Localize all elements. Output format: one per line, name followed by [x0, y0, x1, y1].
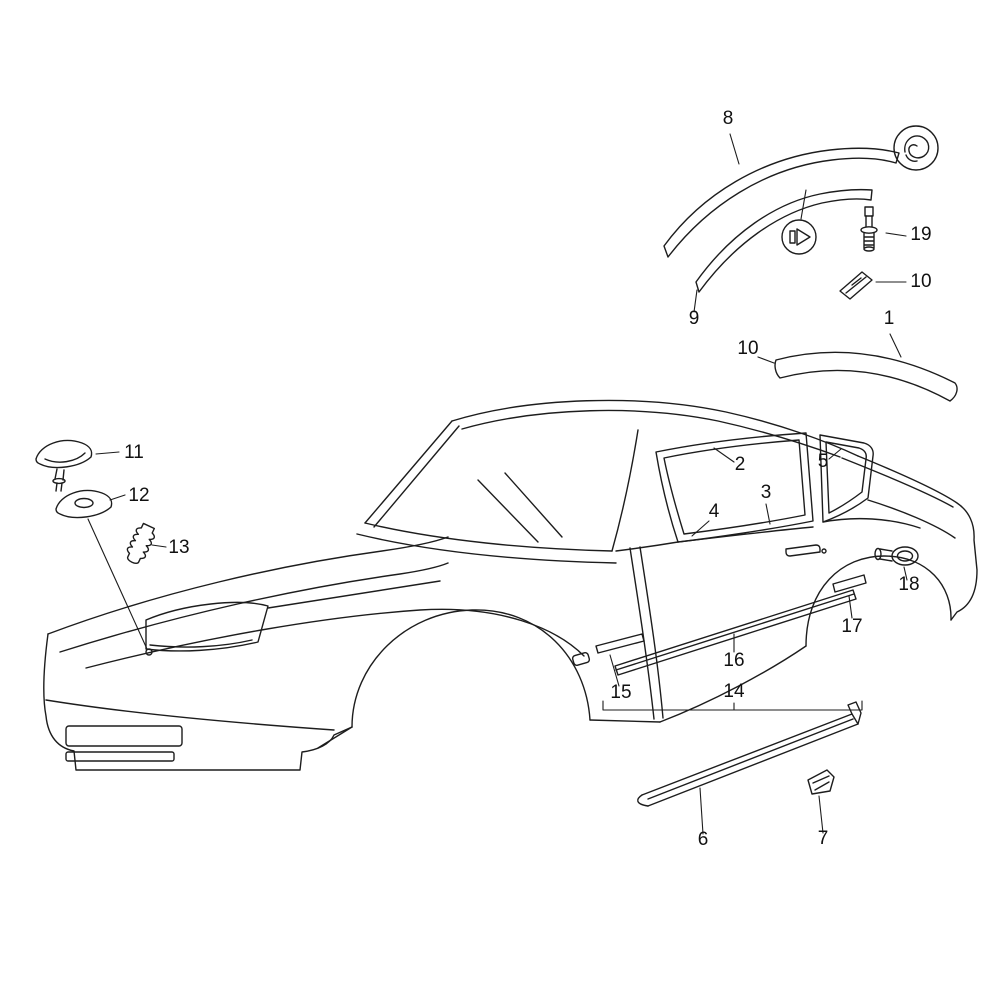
door-front-edge-1 — [629, 547, 655, 720]
part-label-8: 8 — [723, 108, 734, 129]
cowl-line-1 — [364, 522, 613, 552]
front-wheel-arch — [351, 609, 591, 728]
part-label-18: 18 — [898, 574, 919, 595]
side-moldings — [595, 546, 919, 676]
hood-point — [145, 648, 153, 656]
part-13-plug — [126, 522, 156, 564]
part-label-9: 9 — [689, 308, 700, 329]
part-15-molding — [595, 633, 645, 654]
roof-inner-line — [461, 409, 841, 458]
headlight-inner — [149, 639, 253, 648]
part-8-strip — [663, 147, 900, 258]
part-label-13: 13 — [168, 537, 189, 558]
bumper-slot — [65, 725, 183, 747]
part-label-5: 5 — [818, 451, 829, 472]
part-label-17: 17 — [841, 616, 862, 637]
bumper-top-line — [45, 699, 335, 731]
part-17-molding — [832, 574, 867, 593]
quarter-window-outer — [819, 434, 874, 523]
rear-hatch-top — [857, 455, 978, 621]
wiper-2 — [504, 472, 563, 538]
hood-top-line — [47, 536, 449, 635]
bumper-slot-2 — [65, 751, 175, 762]
quarter-window-inner — [825, 441, 867, 514]
part-9-strip — [695, 188, 873, 293]
part-label-2: 2 — [735, 454, 746, 475]
part-14-bracket — [602, 700, 863, 711]
part-label-12: 12 — [128, 485, 149, 506]
part-label-1: 1 — [884, 308, 895, 329]
part-10-clip — [839, 271, 873, 300]
door-window-inner — [663, 439, 806, 535]
part-label-10: 10 — [737, 338, 758, 359]
leader-lines — [87, 133, 908, 835]
part-18-plug — [874, 546, 919, 566]
part-16-inner-line — [615, 593, 855, 671]
part-label-3: 3 — [761, 482, 772, 503]
quarter-deck-line — [822, 517, 921, 529]
part-1-molding — [774, 351, 958, 402]
part-11-cover — [35, 439, 93, 492]
fender-line — [85, 608, 585, 669]
part-label-19: 19 — [910, 224, 931, 245]
part-label-16: 16 — [723, 650, 744, 671]
part-label-15: 15 — [610, 682, 631, 703]
a-pillar-inner — [373, 425, 460, 528]
rear-wheel-arch — [805, 555, 952, 647]
a-pillar-outer — [364, 420, 453, 524]
rocker-line — [659, 645, 807, 723]
part-label-14: 14 — [723, 681, 745, 702]
part-16-molding — [614, 589, 857, 676]
part-label-10: 10 — [910, 271, 931, 292]
door-front-edge-2 — [639, 546, 664, 719]
door-handle — [785, 544, 821, 557]
windshield-right-edge — [611, 429, 639, 552]
cowl-line-2 — [356, 533, 617, 564]
hood-cut-line — [267, 580, 441, 609]
hatch-seam — [841, 457, 954, 508]
clip-cross-section-callout-icon — [893, 125, 939, 171]
arch-to-bumper — [317, 726, 353, 749]
part-label-4: 4 — [709, 501, 720, 522]
part-19-stud — [860, 206, 878, 252]
door-lock-dot — [821, 548, 827, 554]
door-emblem — [571, 651, 591, 667]
part-label-7: 7 — [818, 828, 829, 849]
part-7-clip — [807, 769, 835, 795]
part-label-11: 11 — [124, 442, 144, 463]
front-face — [43, 633, 353, 771]
car-body-drawing — [43, 399, 978, 771]
headlight-pod — [145, 601, 269, 652]
door-window-outer — [655, 432, 814, 543]
part-6-sill-strip — [637, 701, 862, 807]
part-label-6: 6 — [698, 829, 709, 850]
part-8-9-roof-strips — [663, 147, 900, 293]
wiper-1 — [477, 479, 539, 543]
part-12-seal — [55, 489, 113, 519]
fastener-detail-callout-icon — [781, 219, 817, 255]
sill-line — [589, 719, 661, 723]
roof-outline — [451, 399, 859, 457]
hood-line-2 — [59, 562, 449, 653]
quarter-crease — [867, 499, 956, 539]
belt-line-front — [615, 541, 679, 552]
